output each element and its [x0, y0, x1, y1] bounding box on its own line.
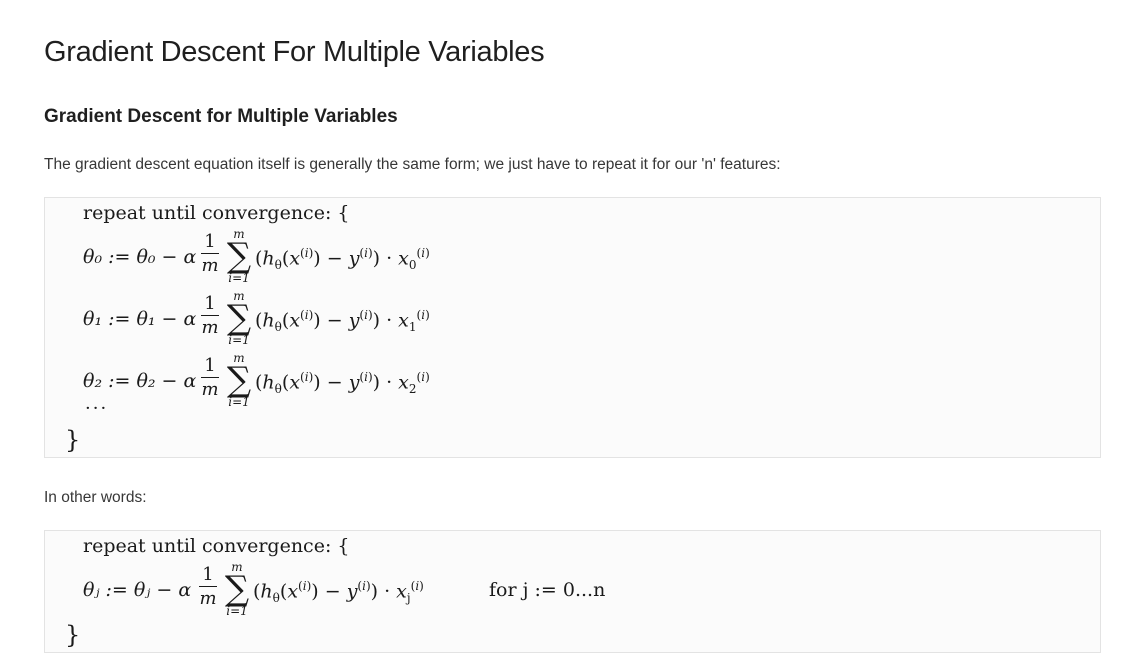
sigma-symbol: ∑ — [226, 360, 252, 400]
fraction: 1 m — [199, 565, 217, 610]
fraction: 1 m — [201, 294, 219, 339]
sum-lower-limit: i=1 — [228, 333, 250, 347]
fraction-denominator: m — [199, 588, 217, 609]
closing-brace: } — [65, 621, 81, 649]
sum-upper-limit: m — [233, 227, 245, 241]
in-other-words-paragraph: In other words: — [44, 489, 147, 506]
feature-index: 1 — [408, 320, 417, 335]
sum-lower-limit: i=1 — [228, 271, 250, 285]
summation-sign: m ∑ i=1 — [223, 561, 251, 617]
summation-sign: m ∑ i=1 — [225, 228, 253, 284]
equation-lhs: θ₁ := θ₁ − α — [83, 308, 197, 330]
summation-body: (hθ(x(i)) − y(i)) · x2(i) — [255, 370, 430, 397]
equation-lhs: θ₀ := θ₀ − α — [83, 246, 197, 268]
feature-index: j — [406, 591, 411, 606]
fraction-denominator: m — [201, 255, 219, 276]
fraction-bar — [201, 377, 219, 378]
fraction-bar — [199, 586, 217, 587]
math-block-compact: repeat until convergence: { θⱼ := θⱼ − α… — [44, 530, 1101, 653]
equation-lhs: θⱼ := θⱼ − α — [83, 579, 192, 601]
intro-paragraph: The gradient descent equation itself is … — [44, 156, 781, 173]
fraction-numerator: 1 — [204, 355, 216, 376]
page-title: Gradient Descent For Multiple Variables — [44, 36, 545, 68]
ellipsis: ··· — [85, 398, 109, 419]
fraction-numerator: 1 — [202, 564, 214, 585]
sum-lower-limit: i=1 — [226, 604, 248, 618]
fraction: 1 m — [201, 356, 219, 401]
feature-index: 0 — [408, 258, 417, 273]
summation-body: (hθ(x(i)) − y(i)) · x0(i) — [255, 246, 430, 273]
fraction: 1 m — [201, 232, 219, 277]
sigma-symbol: ∑ — [226, 236, 252, 276]
sum-upper-limit: m — [233, 289, 245, 303]
repeat-label: repeat until convergence: { — [83, 535, 350, 557]
closing-brace: } — [65, 426, 81, 454]
sum-upper-limit: m — [233, 351, 245, 365]
feature-index: 2 — [408, 382, 417, 397]
fraction-numerator: 1 — [204, 293, 216, 314]
sum-upper-limit: m — [231, 560, 243, 574]
equation-lhs: θ₂ := θ₂ − α — [83, 370, 197, 392]
summation-body: (hθ(x(i)) − y(i)) · x1(i) — [255, 308, 430, 335]
for-j-label: for j := 0...n — [489, 579, 606, 601]
fraction-bar — [201, 253, 219, 254]
sigma-symbol: ∑ — [224, 569, 250, 609]
summation-sign: m ∑ i=1 — [225, 352, 253, 408]
fraction-bar — [201, 315, 219, 316]
repeat-label: repeat until convergence: { — [83, 202, 350, 224]
summation-sign: m ∑ i=1 — [225, 290, 253, 346]
section-heading: Gradient Descent for Multiple Variables — [44, 106, 398, 127]
sigma-symbol: ∑ — [226, 298, 252, 338]
math-block-general: repeat until convergence: { θ₀ := θ₀ − α… — [44, 197, 1101, 458]
fraction-denominator: m — [201, 317, 219, 338]
sum-lower-limit: i=1 — [228, 395, 250, 409]
summation-body: (hθ(x(i)) − y(i)) · xj(i) — [253, 579, 424, 606]
fraction-numerator: 1 — [204, 231, 216, 252]
fraction-denominator: m — [201, 379, 219, 400]
